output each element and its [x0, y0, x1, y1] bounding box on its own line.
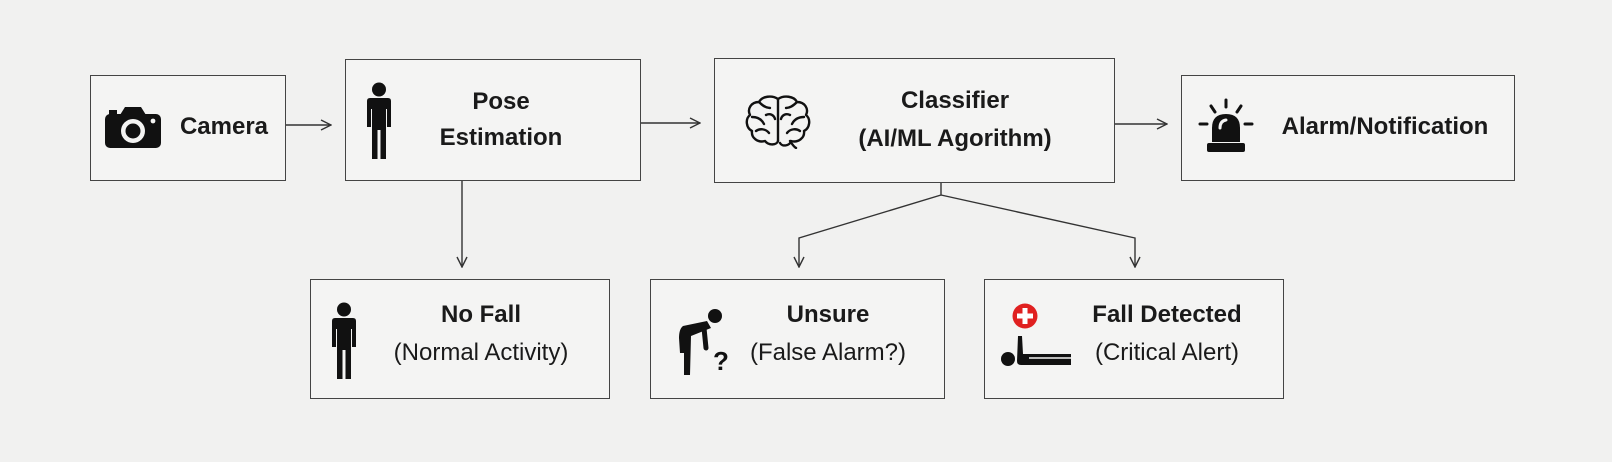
- camera-icon: [105, 107, 161, 148]
- node-unsure: ? Unsure (False Alarm?): [650, 279, 945, 399]
- no-fall-subtitle: (Normal Activity): [393, 339, 569, 366]
- classifier-subtitle: (AI/ML Agorithm): [858, 125, 1052, 152]
- pose-subtitle: Estimation: [439, 124, 563, 151]
- classifier-title: Classifier: [900, 87, 1010, 114]
- fall-subtitle: (Critical Alert): [1094, 339, 1239, 366]
- unsure-title: Unsure: [786, 301, 870, 328]
- node-classifier: Classifier (AI/ML Agorithm): [714, 58, 1115, 183]
- alarm-title: Alarm/Notification: [1281, 113, 1489, 140]
- fallen-person-icon: [1001, 336, 1071, 366]
- person-icon: [367, 82, 391, 159]
- siren-icon: [1198, 98, 1254, 152]
- camera-title: Camera: [179, 113, 269, 140]
- svg-text:?: ?: [713, 346, 729, 376]
- edge-classifier-to-fall: [940, 194, 1135, 267]
- unsure-subtitle: (False Alarm?): [749, 339, 907, 366]
- medical-cross-icon: [1012, 303, 1038, 329]
- node-no-fall: No Fall (Normal Activity): [310, 279, 610, 399]
- fall-title: Fall Detected: [1092, 301, 1242, 328]
- edge-classifier-to-unsure: [799, 183, 942, 267]
- node-pose-estimation: Pose Estimation: [345, 59, 641, 181]
- pose-title: Pose: [472, 88, 530, 115]
- bending-person-question-icon: ?: [679, 309, 729, 376]
- standing-person-icon: [332, 302, 356, 379]
- node-fall-detected: Fall Detected (Critical Alert): [984, 279, 1284, 399]
- node-camera: Camera: [90, 75, 286, 181]
- node-alarm-notification: Alarm/Notification: [1181, 75, 1515, 181]
- brain-icon: [745, 95, 811, 149]
- no-fall-title: No Fall: [440, 301, 521, 328]
